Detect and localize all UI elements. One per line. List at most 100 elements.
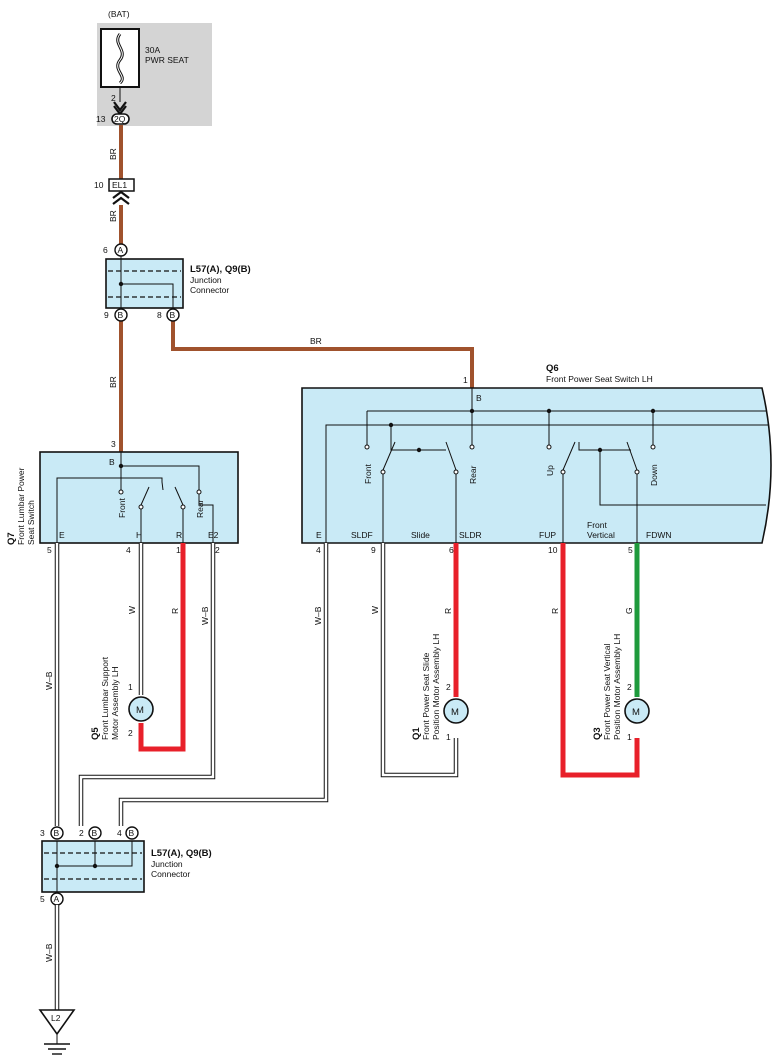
junction-top-pin-b9 [114,308,128,322]
connector-el1-label: EL1 [112,180,127,190]
fuse-rating: 30A [145,45,160,55]
svg-text:2: 2 [446,682,451,692]
svg-text:1: 1 [446,732,451,742]
junction-bottom-pin-b2 [88,826,102,840]
svg-text:1: 1 [463,375,468,385]
svg-text:Front: Front [363,464,373,484]
motor-q1-code: Q1 [411,727,422,740]
svg-text:M: M [632,707,640,718]
switch-q7-line1: Front Lumbar Power [16,467,26,545]
junction-bottom-pin-b3 [50,826,64,840]
svg-text:1: 1 [627,732,632,742]
fuse-block: (BAT) 30A PWR SEAT 2 2Q 13 [96,9,212,126]
svg-text:A: A [118,245,124,255]
svg-text:M: M [451,707,459,718]
motor-q5-icon [128,696,154,722]
switch-q6: Q6 Front Power Seat Switch LH 1 B [301,363,772,555]
motor-q3-icon [624,698,650,724]
svg-text:1: 1 [176,545,181,555]
svg-text:9: 9 [371,545,376,555]
svg-text:B: B [476,393,482,403]
wire-label-g1: G [624,607,634,614]
connector-el1-pin: 10 [94,180,104,190]
svg-text:H: H [136,530,142,540]
wire-label-wb2: W–B [200,606,210,625]
svg-text:E2: E2 [208,530,219,540]
wire-br-main [119,125,474,452]
switch-q7-line2: Seat Switch [26,500,36,545]
svg-text:8: 8 [157,310,162,320]
junction-top-line2: Connector [190,285,229,295]
switch-q7-box [39,451,239,544]
svg-text:FUP: FUP [539,530,556,540]
svg-text:10: 10 [548,545,558,555]
svg-text:A: A [54,894,60,904]
wire-br-segment [171,321,474,388]
junction-bottom-title: L57(A), Q9(B) [151,848,212,859]
svg-text:5: 5 [40,894,45,904]
junction-bottom-line2: Connector [151,869,190,879]
switch-q6-box [301,387,772,544]
svg-text:2: 2 [128,728,133,738]
wire-wb-q7-e2 [78,543,216,826]
motor-q1: M 2 1 Q1 Front Power Seat Slide Position… [411,634,469,742]
connector-2q-pin: 13 [96,114,106,124]
motor-q3-line1: Front Power Seat Vertical [602,644,612,740]
svg-text:B: B [54,828,60,838]
ground-label: L2 [51,1013,61,1023]
junction-top-line1: Junction [190,275,222,285]
svg-text:Rear: Rear [195,499,205,518]
motor-q3-code: Q3 [592,727,603,740]
motor-q5-line2: Motor Assembly LH [110,666,120,740]
svg-text:3: 3 [111,439,116,449]
wire-label-br2: BR [108,210,118,222]
junction-connector-top: A 6 B 9 B 8 L57(A), Q9(B) Junction Conne… [103,243,251,322]
junction-bottom-line1: Junction [151,859,183,869]
wire-label-r1: R [170,608,180,614]
junction-bottom-pin-b4 [125,826,139,840]
switch-q6-code: Q6 [546,363,559,374]
switch-q6-name: Front Power Seat Switch LH [546,374,653,384]
wire-r-q7-r [138,543,186,752]
svg-text:B: B [129,828,135,838]
junction-connector-bottom: B 3 B 2 B 4 A 5 L57(A), Q9(B) Junction C… [40,826,212,906]
svg-text:Up: Up [545,465,555,476]
svg-text:R: R [176,530,182,540]
svg-text:M: M [136,705,144,716]
switch-q7: 3 B Front Rear E H R E2 5 4 1 2 Q7 Front… [6,439,239,555]
wire-label-r3: R [550,608,560,614]
svg-text:4: 4 [316,545,321,555]
svg-text:Rear: Rear [468,465,478,484]
svg-text:SLDF: SLDF [351,530,373,540]
wire-r-fup [560,543,640,778]
connector-2q-label: 2Q [114,114,126,124]
svg-text:Down: Down [649,464,659,486]
wire-w-sldf [380,543,459,778]
motor-q1-line1: Front Power Seat Slide [421,652,431,740]
svg-text:B: B [109,457,115,467]
wire-label-wb1: W–B [44,671,54,690]
connector-el1-chevron-icon [112,190,130,205]
ground-l2: L2 [38,1009,76,1055]
svg-text:1: 1 [128,682,133,692]
svg-text:2: 2 [215,545,220,555]
svg-text:Front: Front [587,520,607,530]
wire-label-wb3: W–B [313,606,323,625]
wire-label-br3: BR [108,376,118,388]
motor-q3-line2: Position Motor Assembly LH [612,634,622,740]
switch-q7-code: Q7 [6,532,17,545]
ground-triangle-icon [38,1009,76,1036]
wire-label-br1: BR [108,148,118,160]
svg-text:6: 6 [103,245,108,255]
svg-text:9: 9 [104,310,109,320]
motor-q1-icon [443,698,469,724]
svg-text:E: E [316,530,322,540]
svg-text:E: E [59,530,65,540]
motor-q5-line1: Front Lumbar Support [100,656,110,740]
junction-top-title: L57(A), Q9(B) [190,264,251,275]
svg-text:Vertical: Vertical [587,530,615,540]
wire-label-wb4: W–B [44,943,54,962]
junction-top-pin-b8 [166,308,180,322]
svg-text:5: 5 [628,545,633,555]
